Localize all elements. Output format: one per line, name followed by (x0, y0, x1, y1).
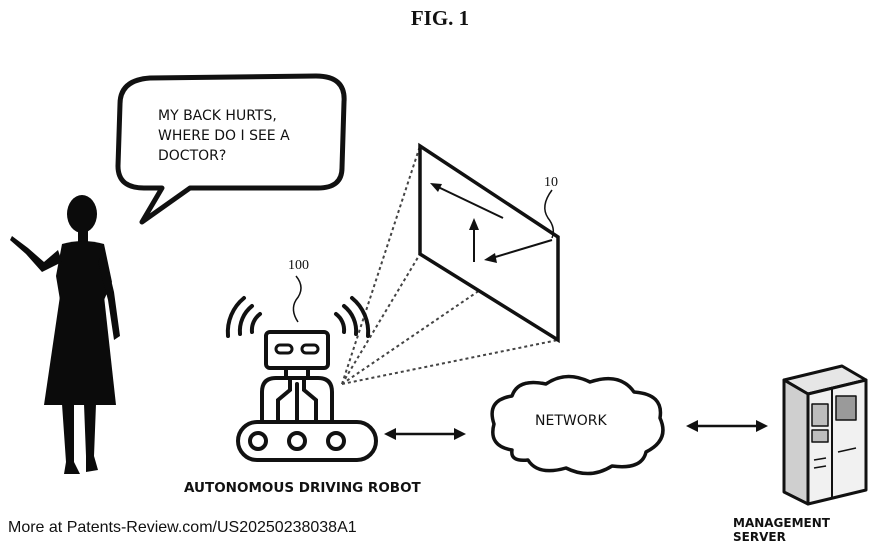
reference-numeral-screen: 10 (544, 175, 558, 191)
leader-line-100 (293, 276, 301, 322)
projection-screen-icon (420, 146, 558, 340)
speech-line: WHERE DO I SEE A (158, 126, 328, 146)
footer-source-text: More at Patents-Review.com/US20250238038… (8, 519, 357, 537)
robot-icon (228, 298, 376, 460)
reference-numeral-robot: 100 (288, 258, 309, 274)
speech-bubble-text: MY BACK HURTS, WHERE DO I SEE A DOCTOR? (158, 106, 328, 166)
speech-line: DOCTOR? (158, 146, 328, 166)
server-label: MANAGEMENT SERVER (733, 516, 880, 544)
server-cabinet-icon (784, 366, 866, 504)
double-arrow-icon (686, 420, 768, 432)
speech-line: MY BACK HURTS, (158, 106, 328, 126)
network-label: NETWORK (535, 413, 607, 429)
person-silhouette-icon (10, 195, 120, 474)
double-arrow-icon (384, 428, 466, 440)
robot-label: AUTONOMOUS DRIVING ROBOT (184, 480, 421, 496)
